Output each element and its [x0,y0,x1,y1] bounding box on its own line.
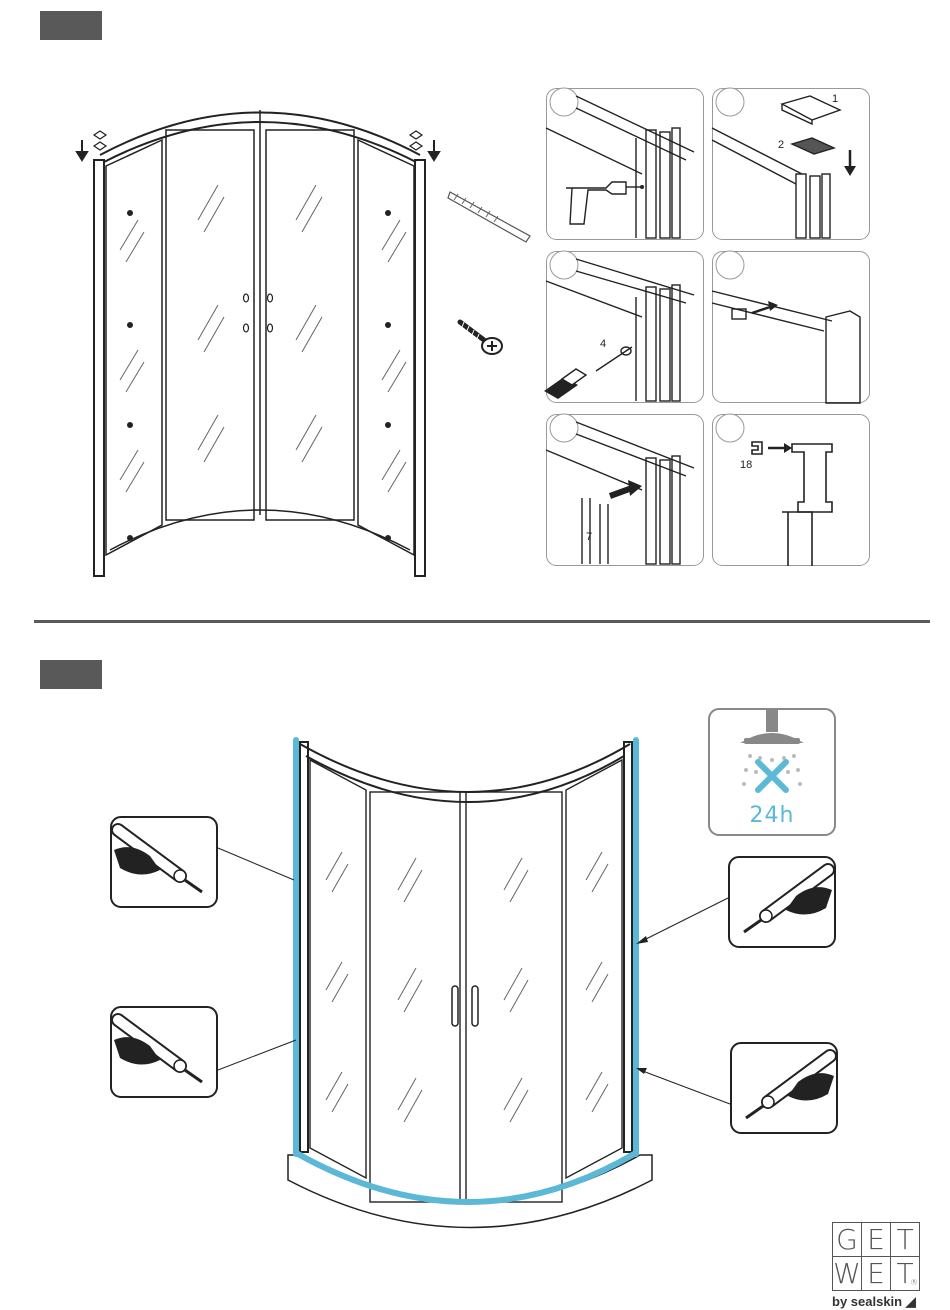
logo-letter: E [862,1257,891,1290]
no-shower-24h-icon: 24h [708,708,836,836]
caulk-detail-lower-left [110,1006,218,1098]
cure-time-label: 24h [750,803,795,828]
logo-letter: W [833,1257,862,1290]
caulk-detail-upper-right [728,856,836,948]
brand-byline-text: by sealskin [832,1294,902,1309]
logo-letter: E [862,1223,891,1256]
logo-letter-with-mark: T ® [891,1257,919,1290]
logo-letter: T [891,1223,919,1256]
brand-byline: by sealskin ◢ [832,1294,918,1310]
caulk-detail-lower-right [730,1042,838,1134]
registered-mark: ® [910,1278,918,1287]
logo-letter: G [833,1223,862,1256]
logo-row-get: G E T [832,1222,920,1257]
caulk-detail-upper-left [110,816,218,908]
seal-icon: ◢ [906,1294,916,1309]
get-wet-logo: G E T W E T ® by sealskin ◢ [832,1222,918,1310]
logo-row-wet: W E T ® [832,1256,920,1291]
